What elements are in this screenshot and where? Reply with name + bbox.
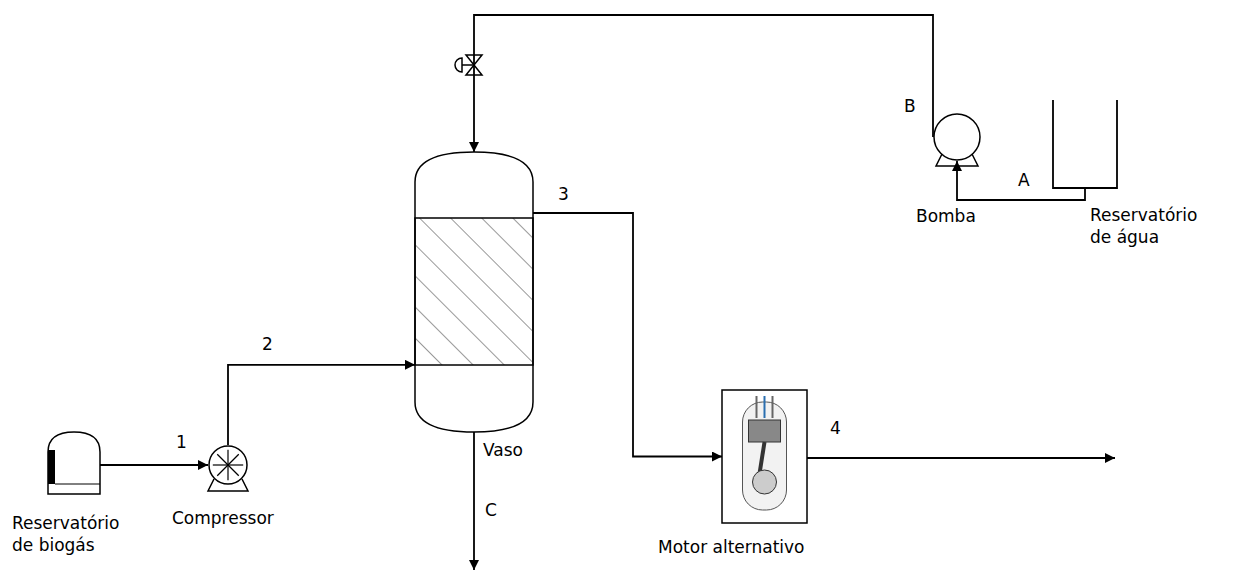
crankshaft — [753, 470, 777, 494]
equipment-caption: Motor alternativo — [658, 536, 805, 558]
valve-stem — [764, 396, 766, 418]
gas-tank: Reservatório de biogás — [48, 432, 100, 494]
equipment-name: Compressor — [172, 507, 274, 529]
piston — [749, 420, 781, 442]
water-tank-shape — [1053, 100, 1117, 188]
valve-stem — [756, 396, 758, 418]
stream-number: B — [902, 96, 918, 116]
compressor-shape — [208, 445, 248, 485]
pump: Bomba — [933, 113, 981, 161]
gas-tank-outline — [48, 432, 100, 494]
equipment-caption: Vaso — [483, 439, 523, 461]
stream-number: C — [483, 500, 499, 520]
equipment-name: Motor alternativo — [658, 536, 805, 558]
packed-bed — [415, 218, 533, 365]
engine: Motor alternativo — [722, 390, 807, 523]
stream-number: 1 — [174, 432, 189, 452]
gas-tank-shape — [48, 432, 100, 494]
pump-casing — [934, 114, 980, 160]
process-stream — [228, 365, 415, 445]
compressor-casing — [209, 446, 247, 484]
valve-stem — [772, 396, 774, 418]
water-tank: Reservatório de água — [1053, 100, 1117, 188]
pump-shape — [933, 113, 981, 161]
outlet-stream — [473, 432, 475, 570]
equipment-caption: Bomba — [916, 205, 976, 227]
stream-number: 2 — [260, 334, 275, 354]
vessel-shape — [415, 152, 533, 432]
equipment-name: Reservatório de biogás — [12, 512, 119, 556]
stream-number: 4 — [828, 418, 843, 438]
exhaust-stream — [807, 457, 1115, 459]
crankcase — [743, 402, 787, 510]
equipment-name: Reservatório de água — [1090, 204, 1197, 248]
process-stream — [533, 213, 722, 457]
equipment-name: Bomba — [916, 205, 976, 227]
impeller-blade — [217, 454, 238, 475]
water-tank-outline — [1053, 100, 1117, 188]
process-stream — [100, 464, 208, 466]
stream-number: 3 — [556, 184, 571, 204]
tank-band — [48, 450, 55, 484]
compressor: Compressor — [208, 445, 248, 485]
tank-seam — [55, 484, 100, 485]
equipment-caption: Compressor — [172, 507, 274, 529]
equipment-name: Vaso — [483, 439, 523, 461]
engine-shape — [722, 390, 807, 523]
vessel-outline — [415, 152, 533, 432]
equipment-caption: Reservatório de biogás — [12, 512, 119, 556]
equipment-caption: Reservatório de água — [1090, 204, 1197, 248]
vessel: Vaso — [415, 152, 533, 432]
process-stream — [474, 15, 933, 152]
control-valve — [455, 55, 482, 75]
stream-number: A — [1016, 170, 1032, 190]
process-stream — [957, 161, 1085, 200]
motor-housing — [722, 390, 807, 523]
